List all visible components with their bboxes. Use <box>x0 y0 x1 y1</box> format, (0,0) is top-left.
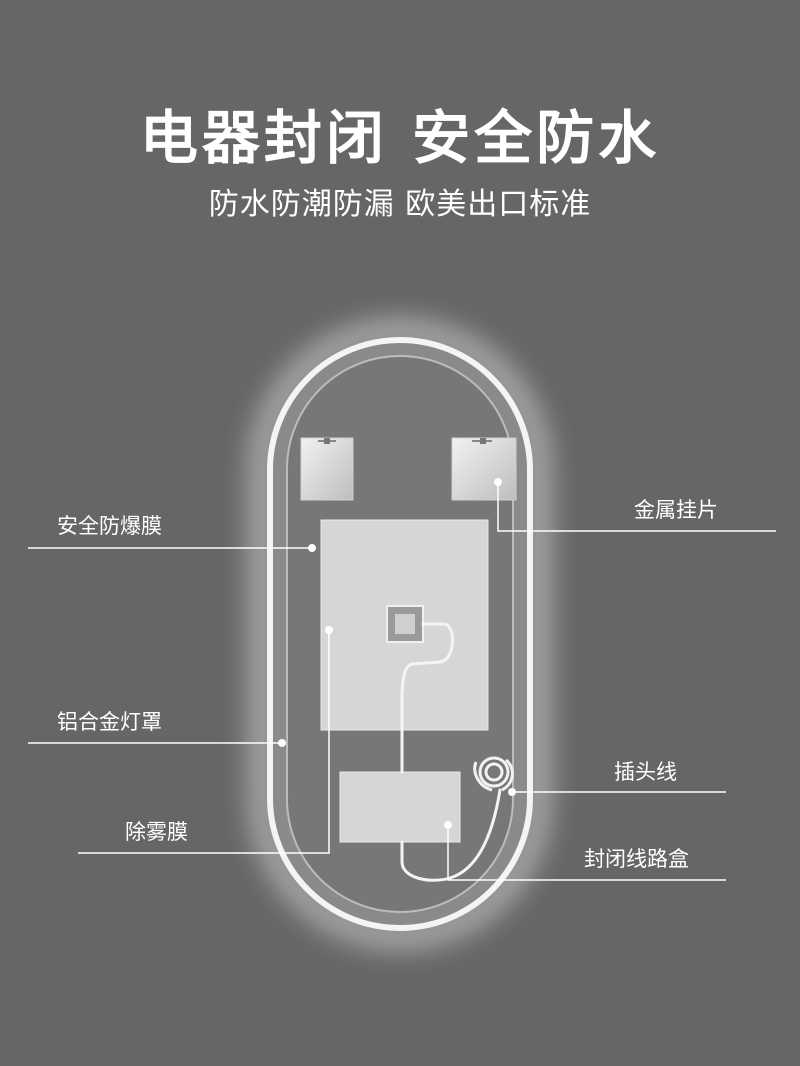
label-defog-film: 除雾膜 <box>125 820 188 844</box>
callout-dots <box>278 478 516 829</box>
plug-wire-coil <box>473 756 514 792</box>
junction-box <box>339 771 461 843</box>
label-plug-wire: 插头线 <box>614 760 677 784</box>
label-safety-film: 安全防爆膜 <box>57 514 162 538</box>
label-metal-hook: 金属挂片 <box>634 498 718 522</box>
metal-hook-left <box>300 437 354 501</box>
callout-lines <box>28 482 776 881</box>
label-junction-box: 封闭线路盒 <box>584 847 689 871</box>
internal-wires <box>400 622 502 882</box>
metal-hook-right <box>451 437 517 501</box>
mirror-glow <box>251 321 549 947</box>
page-subtitle: 防水防潮防漏 欧美出口标准 <box>208 187 592 222</box>
label-aluminum-cover: 铝合金灯罩 <box>57 710 162 734</box>
page-title: 电器封闭 安全防水 <box>139 104 661 172</box>
